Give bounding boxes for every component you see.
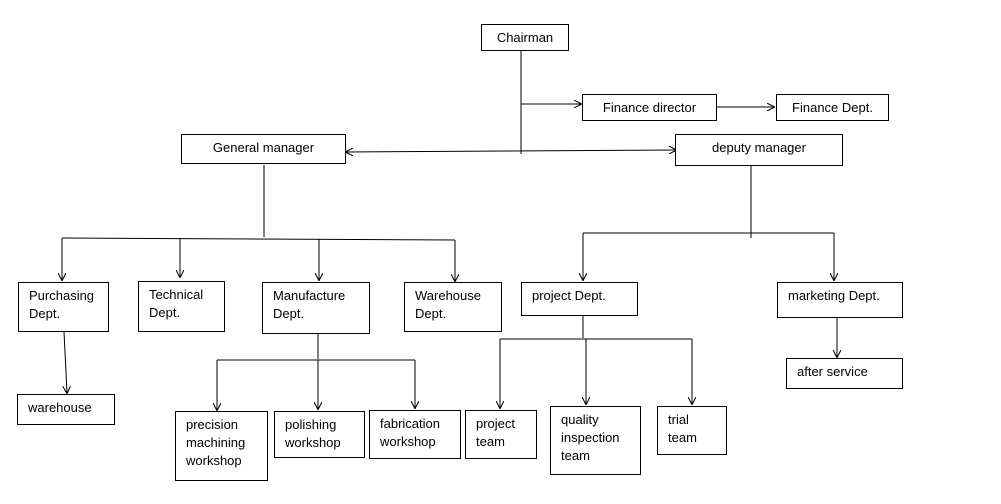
warehouse-dept-box: Warehouse Dept. <box>404 282 502 332</box>
marketing-dept-box: marketing Dept. <box>777 282 903 318</box>
general-manager-box: General manager <box>181 134 346 164</box>
chairman-box: Chairman <box>481 24 569 51</box>
edge-purchasing-warehouse <box>64 331 67 393</box>
finance-director-box: Finance director <box>582 94 717 121</box>
purchasing-dept-box: Purchasing Dept. <box>18 282 109 332</box>
quality-inspection-team-box: quality inspection team <box>550 406 641 475</box>
polishing-workshop-box: polishing workshop <box>274 411 365 458</box>
deputy-manager-box: deputy manager <box>675 134 843 166</box>
warehouse-box: warehouse <box>17 394 115 425</box>
manufacture-dept-box: Manufacture Dept. <box>262 282 370 334</box>
technical-dept-box: Technical Dept. <box>138 281 225 332</box>
fabrication-workshop-box: fabrication workshop <box>369 410 461 459</box>
precision-machining-workshop-box: precision machining workshop <box>175 411 268 481</box>
trial-team-box: trial team <box>657 406 727 455</box>
finance-dept-box: Finance Dept. <box>776 94 889 121</box>
project-dept-box: project Dept. <box>521 282 638 316</box>
edge-gm-horizontal-bus <box>61 237 456 241</box>
edge-general-manager-deputy-manager <box>346 150 676 152</box>
after-service-box: after service <box>786 358 903 389</box>
project-team-box: project team <box>465 410 537 459</box>
